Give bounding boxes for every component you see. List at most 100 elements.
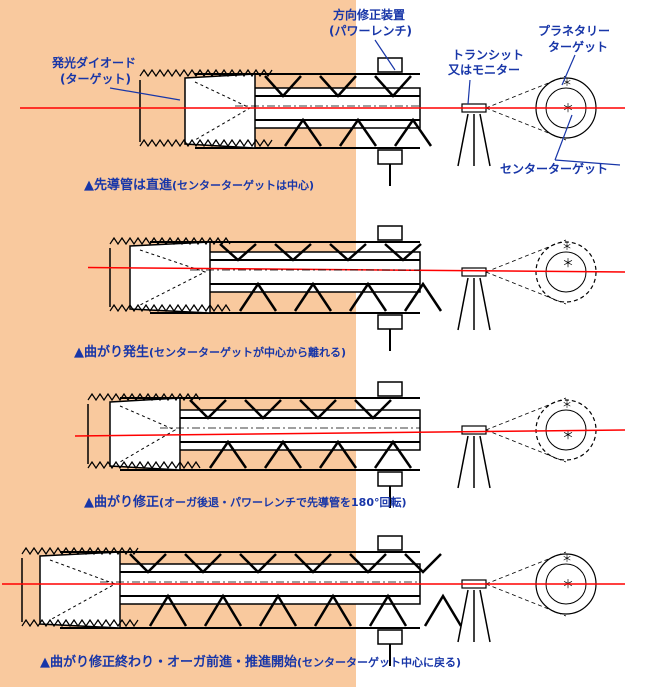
panel-2-planetary-mark: ＊: [562, 242, 572, 253]
panel-4-flight-top: [404, 553, 442, 574]
panel-1-flight-bottom: [338, 117, 378, 147]
panel-2-flight-bottom: [238, 281, 278, 312]
panel-3-transit: [461, 425, 487, 435]
led-sub-label: (ターゲット): [60, 72, 131, 86]
panel-4-flight-bottom: [148, 593, 188, 627]
panel-2-flight-bottom: [293, 281, 333, 312]
panel-2-flight-bottom: [348, 281, 388, 312]
panel-1-flight-top: [374, 75, 412, 98]
led-label: 発光ダイオード: [52, 56, 137, 70]
panel-4-flight-top: [294, 553, 332, 574]
panel-3-power-wrench-top: [377, 381, 403, 397]
caption-1: ▲先導管は直進(センターターゲットは中心): [84, 178, 314, 194]
panel-1-tripod: [457, 113, 491, 167]
panel-2-power-wrench-bottom: [377, 314, 403, 330]
panel-2-center-mark: ＊: [562, 256, 574, 270]
caption-4: ▲曲がり修正終わり・オーガ前進・推進開始(センターターゲット中心に戻る): [40, 655, 461, 671]
panel-2-tripod: [457, 277, 491, 331]
panel-1-flight-bottom: [283, 117, 323, 147]
panel-3-flight-top: [244, 399, 282, 420]
panel-2-cutter-teeth-bottom: [109, 303, 231, 313]
center-target-leader: [554, 114, 621, 166]
panel-4-flight-top: [349, 553, 387, 574]
caption-2-note: (センターターゲットが中心から離れる): [149, 346, 347, 359]
caption-1-note: (センターターゲットは中心): [172, 179, 315, 192]
panel-4-flight-bottom: [423, 593, 463, 627]
panel-2-transit: [461, 267, 487, 277]
caption-3-main: ▲曲がり修正: [84, 495, 159, 510]
panel-4-lead-pipe: [39, 551, 121, 629]
panel-2-target-cone: [139, 249, 207, 306]
panel-2-cutter-teeth-top: [109, 236, 231, 246]
caption-2: ▲曲がり発生(センターターゲットが中心から離れる): [74, 345, 346, 361]
panel-4-flight-bottom: [203, 593, 243, 627]
direction-device-leader: [374, 39, 396, 71]
panel-3-cutter-teeth-top: [87, 392, 201, 402]
panel-4-cutter-teeth-top: [21, 546, 139, 556]
panel-3-flight-bottom: [263, 439, 303, 469]
transit-label: トランシット: [452, 48, 525, 62]
panel-3-flight-top: [354, 399, 392, 420]
caption-3: ▲曲がり修正(オーガ後退・パワーレンチで先導管を180°回転): [84, 495, 407, 511]
caption-4-note: (センターターゲット中心に戻る): [297, 656, 462, 669]
panel-1-flight-top: [264, 75, 302, 98]
planetary-label: プラネタリー: [538, 24, 611, 38]
panel-1-power-wrench-bottom: [377, 149, 403, 165]
panel-4-power-wrench-bottom: [377, 629, 403, 645]
panel-4-cutter-teeth-bottom: [21, 618, 139, 628]
panel-2-inner-pipe: [189, 251, 421, 293]
panel-2-flight-top: [384, 243, 422, 262]
panel-3-cutter-teeth-bottom: [87, 460, 201, 470]
caption-2-main: ▲曲がり発生: [74, 345, 149, 360]
panel-3-tripod: [457, 435, 491, 489]
panel-3-flight-bottom: [318, 439, 358, 469]
panel-4-flight-bottom: [313, 593, 353, 627]
panel-2-flight-bottom: [403, 281, 443, 312]
transit-leader: [467, 79, 471, 105]
panel-4-flight-top: [239, 553, 277, 574]
panel-3-inner-pipe: [159, 409, 421, 451]
panel-1-casing-line: [195, 73, 420, 149]
panel-1-planetary-mark: ＊: [562, 78, 572, 89]
center-target-label: センターターゲット: [500, 162, 609, 176]
panel-1-power-wrench-top: [377, 57, 403, 73]
panel-2-flight-top: [274, 243, 312, 262]
panel-1-cutter-teeth-top: [139, 68, 273, 78]
panel-1-flight-top: [319, 75, 357, 98]
caption-3-note: (オーガ後退・パワーレンチで先導管を180°回転): [159, 496, 407, 509]
panel-1-flight-bottom: [393, 117, 433, 147]
panel-4-flight-bottom: [258, 593, 298, 627]
panel-3-power-wrench-bottom: [377, 471, 403, 487]
panel-3-laser-line: [74, 429, 626, 437]
panel-2-flight-top: [329, 243, 367, 262]
panel-3-center-mark: ＊: [562, 428, 574, 442]
panel-3-lead-pipe: [109, 397, 181, 471]
panel-3-planetary-mark: ＊: [562, 400, 572, 411]
panel-3-flight-top: [299, 399, 337, 420]
panel-4-flight-top: [184, 553, 222, 574]
panel-4-flight-top: [129, 553, 167, 574]
panel-2-power-wrench-top: [377, 225, 403, 241]
panel-1-cutter-teeth-bottom: [139, 138, 273, 148]
panel-4-tripod: [457, 589, 491, 643]
panel-2-flight-top: [219, 243, 257, 262]
panel-4-power-wrench-top: [377, 535, 403, 551]
direction-device-sub-label: (パワーレンチ): [329, 24, 412, 38]
caption-4-main: ▲曲がり修正終わり・オーガ前進・推進開始: [40, 655, 297, 670]
panel-1-lead-pipe: [184, 73, 256, 149]
panel-4-planetary-mark: ＊: [562, 554, 572, 565]
transit-sub-label: 又はモニター: [448, 63, 521, 77]
planetary-sub-label: ターゲット: [548, 40, 609, 54]
panel-3-target-cone: [119, 405, 177, 463]
panel-4-flight-bottom: [368, 593, 408, 627]
panel-3-flight-bottom: [373, 439, 413, 469]
panel-2-lead-pipe: [129, 241, 211, 314]
panel-3-flight-bottom: [208, 439, 248, 469]
panel-3-flight-top: [189, 399, 227, 420]
caption-1-main: ▲先導管は直進: [84, 178, 172, 193]
led-leader: [109, 87, 181, 101]
planetary-leader: [561, 54, 576, 86]
direction-device-label: 方向修正装置: [333, 8, 406, 22]
